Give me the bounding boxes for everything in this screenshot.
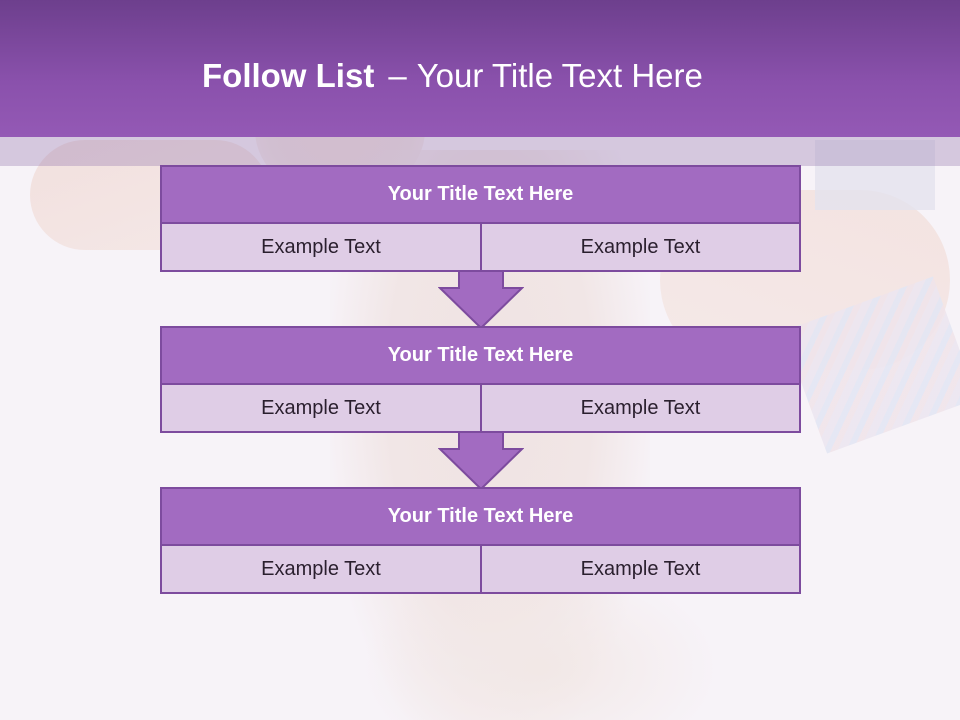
down-arrow-icon [438,431,524,491]
title-separator: – [388,57,407,94]
slide-title: Follow List–Your Title Text Here [202,56,703,96]
flow-block-2: Your Title Text Here Example Text Exampl… [160,326,801,433]
photo-shopping-bag-top [815,140,935,210]
block-cell-left: Example Text [162,546,480,592]
flow-block-1: Your Title Text Here Example Text Exampl… [160,165,801,272]
block-heading: Your Title Text Here [162,328,799,383]
title-rest: Your Title Text Here [416,57,703,94]
block-cell-right: Example Text [482,385,799,431]
header-band [0,0,960,137]
flow-block-3: Your Title Text Here Example Text Exampl… [160,487,801,594]
block-heading: Your Title Text Here [162,489,799,544]
down-arrow-icon [438,270,524,330]
block-cell-left: Example Text [162,224,480,270]
title-bold-part: Follow List [202,57,375,94]
header-strip [0,137,960,166]
block-heading: Your Title Text Here [162,167,799,222]
block-cell-left: Example Text [162,385,480,431]
block-cell-right: Example Text [482,224,799,270]
block-cell-right: Example Text [482,546,799,592]
